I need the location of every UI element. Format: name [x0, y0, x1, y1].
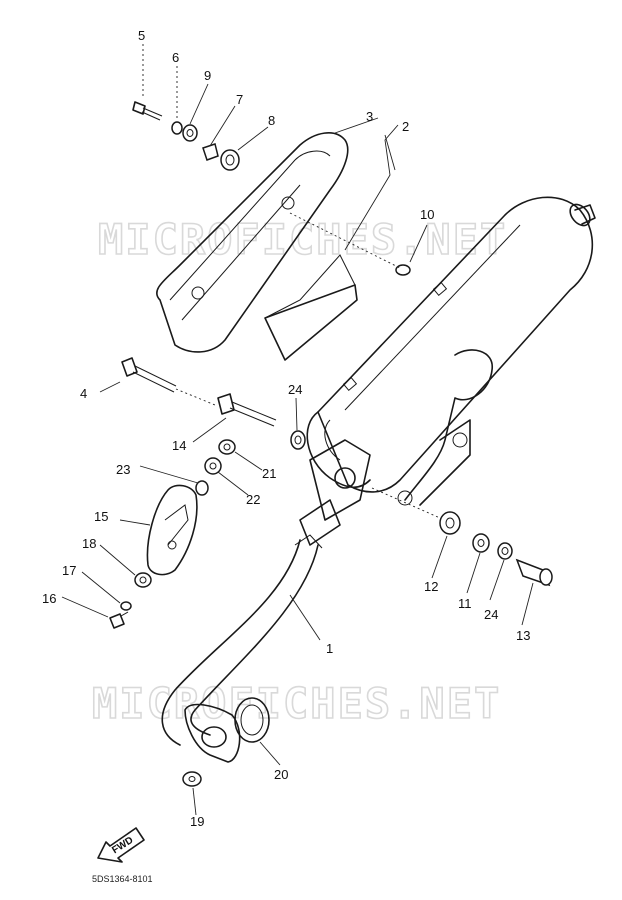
callout-9: 9 [204, 68, 211, 83]
callout-8: 8 [268, 113, 275, 128]
callout-24-upper: 24 [288, 382, 302, 397]
bolt-14 [217, 393, 277, 427]
callout-13: 13 [516, 628, 530, 643]
screw-16 [109, 611, 129, 629]
collar-23 [195, 480, 209, 496]
callout-16: 16 [42, 591, 56, 606]
forward-label: FWD [110, 835, 135, 856]
callout-4: 4 [80, 386, 87, 401]
collar-22 [204, 457, 222, 475]
bolt-5 [132, 101, 163, 121]
callout-14: 14 [172, 438, 186, 453]
callout-5: 5 [138, 28, 145, 43]
exhaust-gasket [234, 697, 270, 743]
callout-15: 15 [94, 509, 108, 524]
collar-12 [439, 511, 461, 535]
washer-24-lower [497, 542, 513, 560]
washer-24-upper [290, 430, 306, 450]
muffler [299, 196, 596, 546]
callout-1: 1 [326, 641, 333, 656]
forward-arrow-icon: FWD [97, 827, 145, 863]
grommet-18 [134, 572, 152, 588]
callout-3: 3 [366, 109, 373, 124]
callout-17: 17 [62, 563, 76, 578]
callout-6: 6 [172, 50, 179, 65]
callout-23: 23 [116, 462, 130, 477]
pipe-protector [146, 484, 198, 576]
watermark-bottom: MICROFICHES.NET [92, 679, 501, 728]
callout-19: 19 [190, 814, 204, 829]
grommet-11 [472, 533, 490, 553]
washer-17 [120, 601, 132, 611]
washer-9 [182, 124, 198, 142]
bolt-4 [121, 357, 216, 406]
callout-2: 2 [402, 119, 409, 134]
callout-24-lower: 24 [484, 607, 498, 622]
washer-6 [171, 121, 183, 135]
callout-10: 10 [420, 207, 434, 222]
heat-shield [156, 132, 349, 353]
callouts: 5 6 9 7 8 3 2 10 4 24 14 21 23 22 15 18 … [42, 28, 530, 829]
callout-11: 11 [458, 596, 472, 611]
callout-18: 18 [82, 536, 96, 551]
collar-7 [202, 143, 219, 161]
washer-21 [218, 439, 236, 455]
flange-nut [182, 771, 202, 787]
callout-21: 21 [262, 466, 276, 481]
collar-13 [515, 558, 553, 587]
callout-12: 12 [424, 579, 438, 594]
heat-shield-cover [264, 254, 358, 361]
callout-7: 7 [236, 92, 243, 107]
washer-10 [395, 264, 411, 276]
grommet-8 [220, 149, 240, 171]
leader-lines [61, 44, 534, 816]
diagram-code: 5DS1364-8101 [92, 874, 153, 884]
callout-22: 22 [246, 492, 260, 507]
exhaust-pipe [161, 534, 323, 763]
callout-20: 20 [274, 767, 288, 782]
watermark-top: MICROFICHES.NET [98, 215, 507, 264]
